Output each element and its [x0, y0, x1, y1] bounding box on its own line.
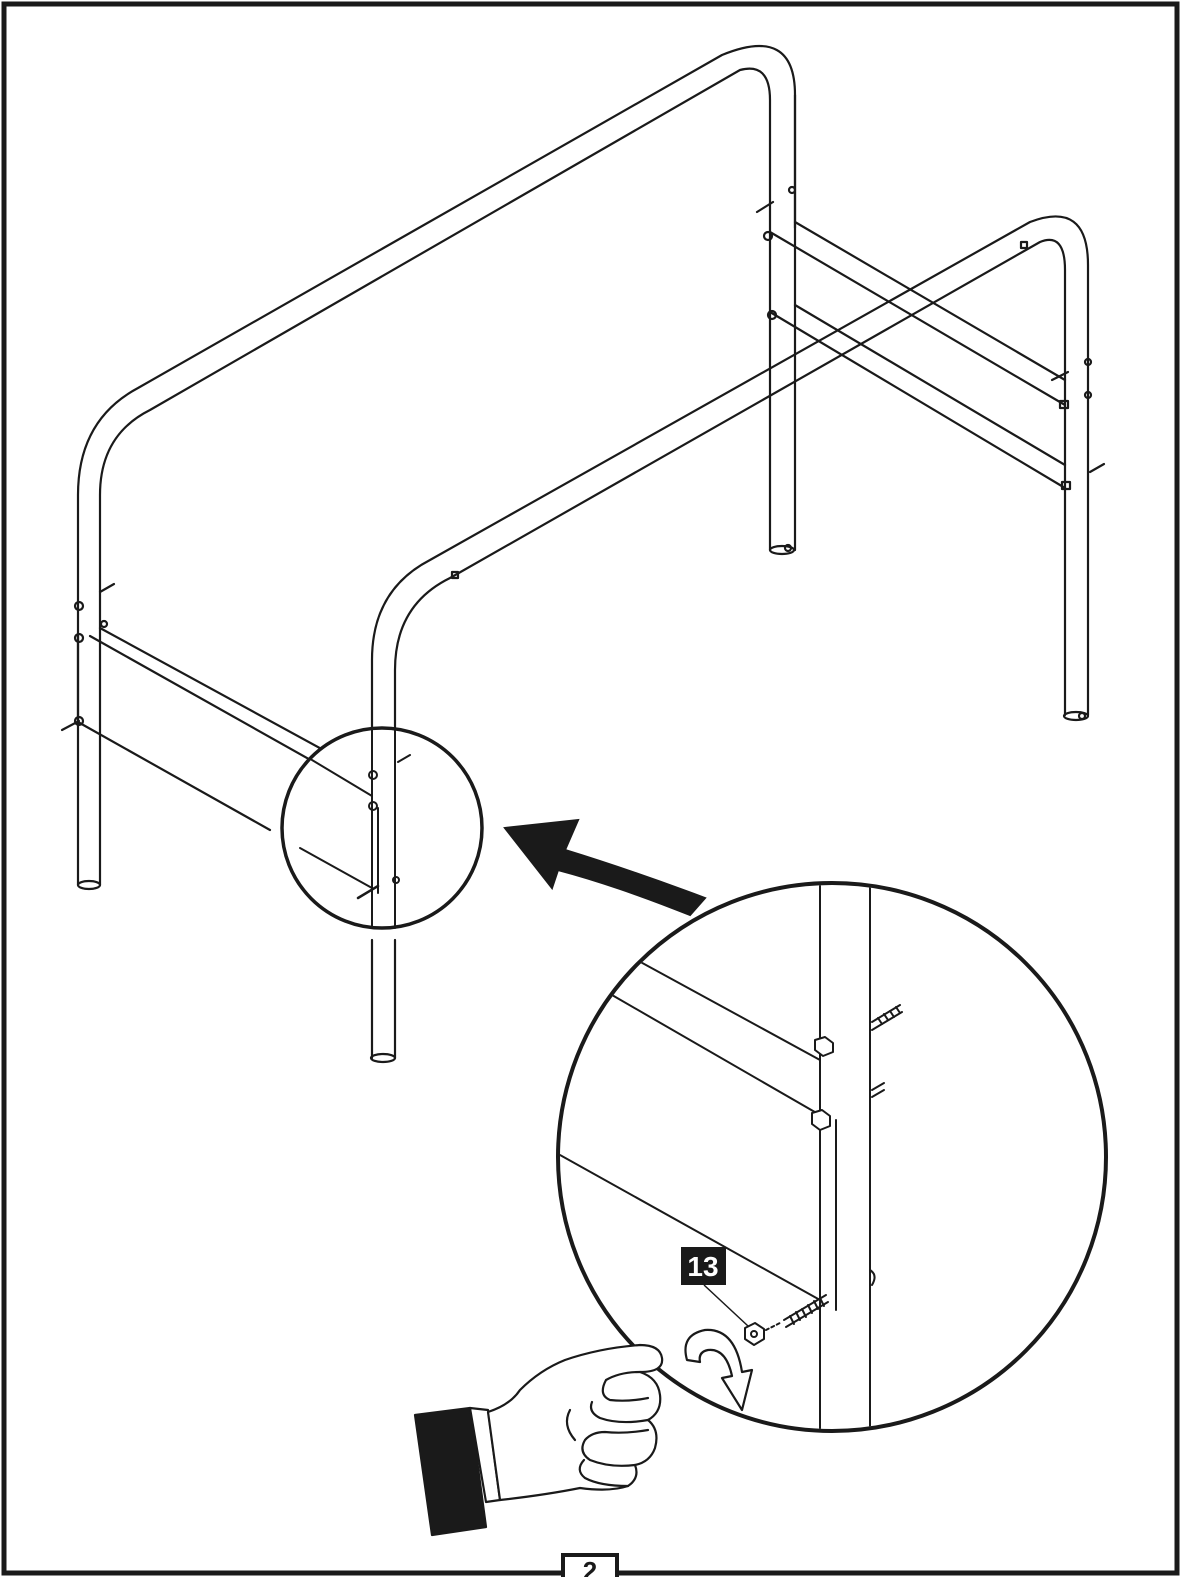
bolt [99, 619, 109, 629]
small-detail-ring [280, 726, 484, 930]
hex-nut [814, 1036, 834, 1057]
step-number-label: 2 [583, 1556, 597, 1577]
fitting [1019, 240, 1029, 250]
part-callout-box [681, 1247, 726, 1285]
right-rail-upper-a [768, 230, 1067, 407]
bolt [73, 600, 85, 612]
tighten-clockwise-icon [684, 1328, 754, 1412]
front-right-leg-foot [1062, 710, 1090, 722]
left-board-top [98, 626, 362, 772]
right-rail-lower-a [768, 310, 1067, 490]
back-frame-tube-inner [98, 67, 772, 887]
left-board-bottom [76, 720, 272, 832]
small-detail-rail-b [299, 847, 373, 889]
right-rail-upper-b [793, 220, 1067, 382]
bolt-thread-marks [877, 1006, 901, 1025]
bolt-shaft [755, 200, 775, 214]
large-detail-board-bottom [560, 1154, 821, 1301]
bolt [766, 309, 778, 321]
fitting [450, 570, 460, 580]
bolt [1083, 390, 1093, 400]
part-callout-label: 13 [687, 1251, 718, 1282]
threaded-bolt [871, 1004, 903, 1031]
front-left-leg-foot [369, 1052, 397, 1064]
nut [1058, 399, 1070, 410]
bolt [783, 543, 793, 553]
curved-arrow-icon [503, 818, 707, 917]
bolt [73, 715, 85, 727]
bolt-shaft [1050, 370, 1070, 382]
nut [1060, 480, 1072, 491]
nut-to-bolt-dash [765, 1321, 783, 1331]
small-detail-bolt-shaft [397, 754, 411, 763]
back-left-leg-foot [76, 879, 102, 891]
step-number-box [561, 1553, 619, 1577]
bolt [1083, 357, 1093, 367]
front-frame-tube-inner [393, 238, 1067, 732]
sleeve-cuff [413, 1406, 488, 1537]
frame-bolts [60, 185, 1106, 732]
hand-finger [578, 1458, 630, 1488]
rotation-arrow-body [684, 1328, 754, 1412]
bolt-shaft [60, 719, 81, 732]
hand-thumb [601, 1370, 650, 1402]
part-callout-leader [703, 1284, 749, 1327]
small-detail-bolt [392, 876, 400, 884]
bolt-head-right [869, 1269, 876, 1286]
hand-icon [413, 1343, 664, 1537]
nut-13 [744, 1322, 765, 1346]
hand-palm-crease [565, 1408, 577, 1442]
front-frame-tube-outer [370, 215, 1090, 732]
hand-finger [581, 1428, 650, 1467]
bolt [762, 230, 774, 242]
small-detail-bolt [368, 801, 378, 811]
bolt-thread-marks-lower [789, 1297, 825, 1325]
small-detail-circle [280, 726, 484, 930]
back-frame-tube-outer [76, 45, 797, 887]
hand-finger [589, 1400, 650, 1424]
large-detail-ring [556, 881, 1108, 1433]
bolt-shaft-short [871, 1082, 885, 1098]
bolt [73, 632, 85, 644]
hex-nut [811, 1109, 831, 1131]
bolt [787, 185, 797, 195]
bolt [1077, 711, 1087, 721]
bolt-shaft [1088, 462, 1106, 474]
part-callout: 13 [681, 1247, 749, 1327]
right-rail-lower-b [793, 303, 1067, 467]
small-detail-rail-a [311, 759, 373, 797]
bolt-shaft [98, 582, 116, 594]
nut-13-hole [750, 1330, 758, 1338]
small-detail-bolt [368, 770, 378, 780]
step-number-tab: 2 [561, 1553, 619, 1577]
small-detail-bolt-shaft [356, 884, 380, 900]
